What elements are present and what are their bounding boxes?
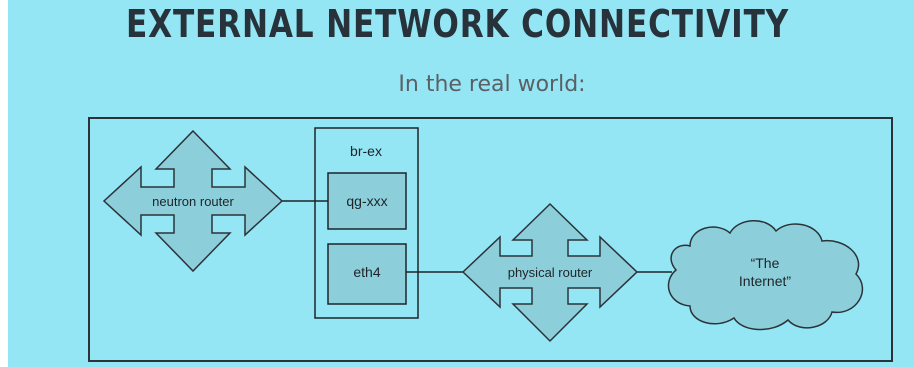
port-qg-label: qg-xxx (346, 193, 387, 209)
slide-subtitle: In the real world: (398, 72, 586, 97)
bridge-label: br-ex (350, 143, 382, 159)
port-qg-box (327, 172, 407, 230)
internet-label-line1: “The (751, 255, 780, 271)
internet-label-line2: Internet” (739, 273, 791, 289)
neutron-router-label: neutron router (152, 194, 234, 209)
internet-node: “The Internet” (667, 220, 863, 331)
bridge-box (314, 127, 419, 319)
physical-router-label: physical router (508, 265, 593, 280)
bridge-br-ex-node: br-ex qg-xxx eth4 (314, 127, 419, 319)
physical-router-arrows-icon (461, 202, 639, 343)
physical-router-node: physical router (461, 202, 639, 343)
slide-title: EXTERNAL NETWORK CONNECTIVITY (126, 2, 790, 46)
diagram-frame (88, 117, 893, 362)
port-eth4-label: eth4 (353, 264, 380, 280)
neutron-router-node: neutron router (102, 129, 284, 273)
cloud-icon (667, 220, 863, 331)
port-eth4-box (327, 243, 407, 305)
neutron-router-arrows-icon (102, 129, 284, 273)
